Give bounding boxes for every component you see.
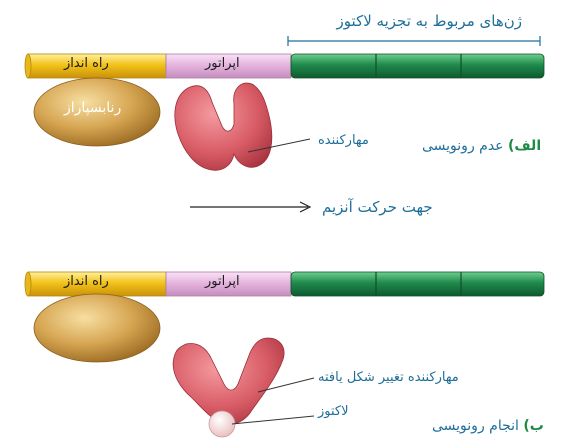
gene-bracket: [287, 36, 541, 46]
repressor-a: [174, 82, 273, 171]
genes-segment-a: [290, 53, 545, 79]
modified-repressor-label: مهارکننده تغییر شکل یافته: [318, 370, 459, 385]
modified-repressor-b: [172, 337, 285, 425]
repressor-a-pointer: [247, 138, 311, 153]
caption-b-text: انجام رونویسی: [432, 418, 519, 434]
caption-a: الف) عدم رونویسی: [422, 138, 541, 154]
caption-b: ب) انجام رونویسی: [432, 418, 544, 434]
direction-arrow: [190, 201, 312, 213]
rna-polymerase-b: [33, 293, 161, 363]
genes-segment-b: [290, 271, 545, 297]
direction-label: جهت حرکت آنزیم: [322, 198, 433, 216]
operator-label-a: اپراتور: [205, 56, 240, 71]
rna-polymerase-a: [33, 77, 161, 147]
promoter-label-a: راه انداز: [64, 56, 109, 71]
modified-repressor-pointer: [257, 377, 315, 393]
dna-strand-a: [24, 53, 545, 79]
operator-segment-a: [165, 53, 292, 79]
dna-strand-b: [24, 271, 545, 297]
repressor-label: مهارکننده: [318, 133, 369, 148]
gene-group-label: ژن‌های مربوط به تجزیه لاکتوز: [336, 12, 522, 30]
caption-a-text: عدم رونویسی: [422, 138, 504, 154]
caption-a-letter: الف): [507, 138, 542, 154]
promoter-segment-b: [27, 271, 167, 297]
promoter-label-b: راه انداز: [64, 274, 109, 289]
polymerase-label: رنابسپاراز: [64, 100, 122, 116]
operator-label-b: اپراتور: [205, 274, 240, 289]
lactose-label: لاکتوز: [318, 404, 349, 419]
caption-b-letter: ب): [523, 418, 544, 434]
promoter-segment-a: [27, 53, 167, 79]
lactose-pointer: [231, 415, 315, 425]
operator-segment-b: [165, 271, 292, 297]
lactose-molecule: [208, 410, 236, 438]
